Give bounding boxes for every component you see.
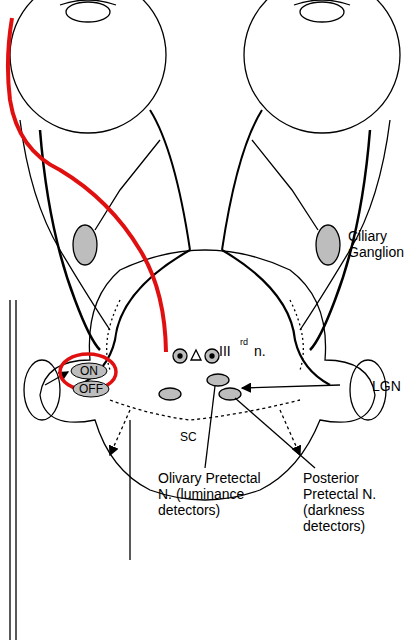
anatomy-label: SC — [180, 430, 210, 444]
right-eye — [244, 0, 400, 133]
anatomy-label: Posterior Pretectal N. (darkness detecto… — [303, 470, 415, 534]
left-eye — [10, 0, 166, 133]
nucleus-label: OFF — [79, 383, 103, 395]
anatomy-label: Olivary Pretectal N. (luminance detector… — [158, 470, 268, 518]
left-lgn — [24, 360, 60, 420]
anatomy-label: Ciliary Ganglion — [348, 228, 418, 260]
anatomy-label: rd — [240, 337, 254, 348]
right-ciliary-ganglion — [316, 225, 340, 265]
left-ciliary-ganglion — [73, 225, 97, 265]
anatomy-label: n. — [254, 343, 274, 359]
nucleus-ellipse: OFF — [72, 380, 110, 398]
anatomy-label: LGN — [372, 378, 416, 394]
highlighted-pathway — [8, 18, 166, 352]
nucleus-ellipse: ON — [70, 362, 108, 380]
anatomy-label: III — [219, 343, 243, 359]
nucleus-label: ON — [80, 365, 98, 377]
